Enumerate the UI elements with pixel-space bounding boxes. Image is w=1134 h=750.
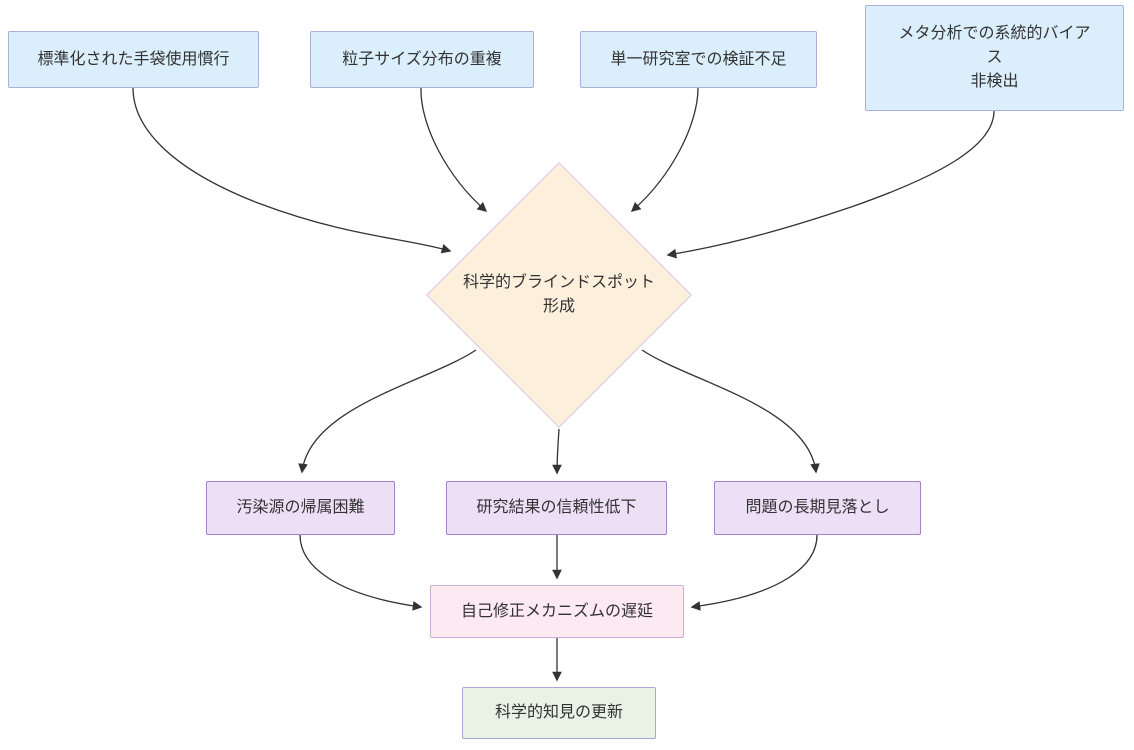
node-label: 自己修正メカニズムの遅延 [460,602,653,620]
edge-singlelab-to-blindspot [630,87,699,212]
node-scientific-knowledge-update: 科学的知見の更新 [462,687,656,739]
node-particle-size-overlap: 粒子サイズ分布の重複 [310,31,534,88]
edge-blindspot-to-overlook [641,349,820,474]
node-label: 非検出 [970,73,1019,90]
node-research-reliability: 研究結果の信頼性低下 [446,481,667,535]
node-label: メタ分析での系統的バイア [898,25,1091,42]
node-label: 単一研究室での検証不足 [610,50,787,68]
edge-meta-to-blindspot [666,110,995,259]
edge-attribution-to-delay [299,534,423,611]
edge-blindspot-to-reliability [552,428,562,475]
node-label: 研究結果の信頼性低下 [476,499,637,516]
node-label: 粒子サイズ分布の重複 [342,50,502,68]
node-label: 科学的知見の更新 [494,704,623,721]
node-single-lab-validation: 単一研究室での検証不足 [580,31,817,88]
node-label: 科学的ブラインドスポット [462,274,655,291]
node-blindspot-label: 科学的ブラインドスポット 形成 [409,255,709,335]
node-standardized-glove-practice: 標準化された手袋使用慣行 [8,31,259,88]
node-label: 汚染源の帰属困難 [236,499,365,516]
node-long-term-overlook: 問題の長期見落とし [714,481,921,535]
edge-overlook-to-delay [690,534,818,611]
edge-particle-to-blindspot [420,87,488,212]
edge-blindspot-to-attribution [298,349,477,474]
node-label: 形成 [542,298,575,315]
node-contamination-attribution: 汚染源の帰属困難 [206,481,395,535]
node-label: 問題の長期見落とし [745,499,890,516]
edge-gloves-to-blindspot [132,87,452,254]
node-self-correction-delay: 自己修正メカニズムの遅延 [430,585,684,638]
node-meta-analysis-bias: メタ分析での系統的バイア ス 非検出 [865,5,1124,111]
node-label: 標準化された手袋使用慣行 [37,50,230,68]
node-label: ス [986,49,1003,66]
